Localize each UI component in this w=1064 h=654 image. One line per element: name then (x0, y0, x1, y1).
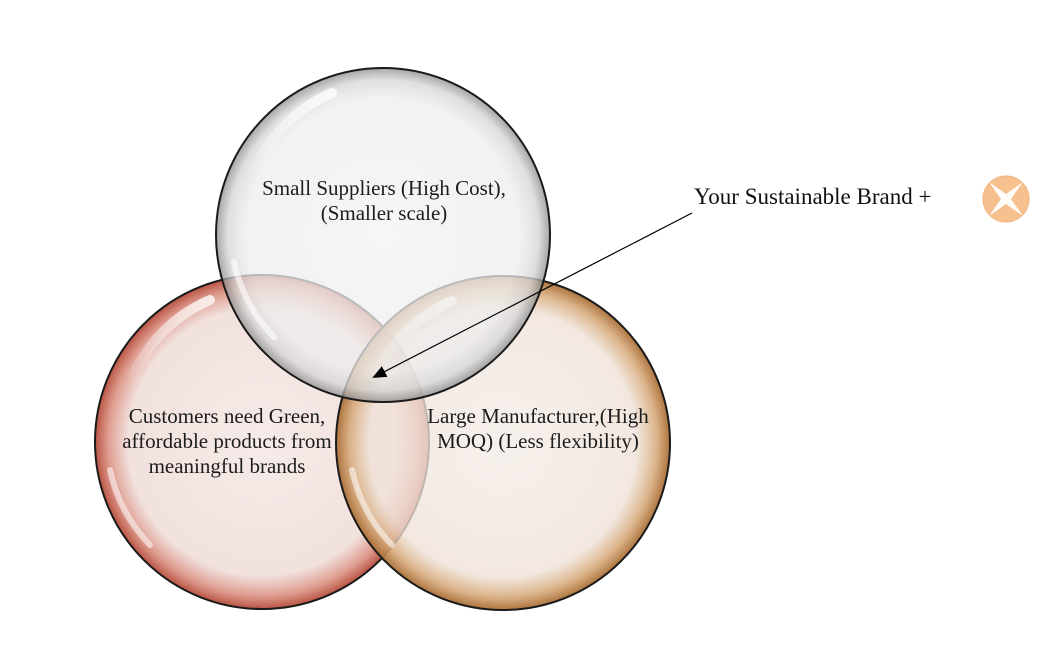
circle-right-label: Large Manufacturer,(High MOQ) (Less flex… (427, 404, 649, 453)
callout-label: Your Sustainable Brand + (694, 184, 932, 209)
circle-left-label: Customers need Green, affordable product… (122, 404, 332, 478)
x-star-badge-icon (982, 175, 1030, 223)
circle-top (215, 67, 551, 403)
callout-arrow (372, 212, 693, 378)
circle-top-label: Small Suppliers (High Cost), (Smaller sc… (262, 176, 506, 225)
